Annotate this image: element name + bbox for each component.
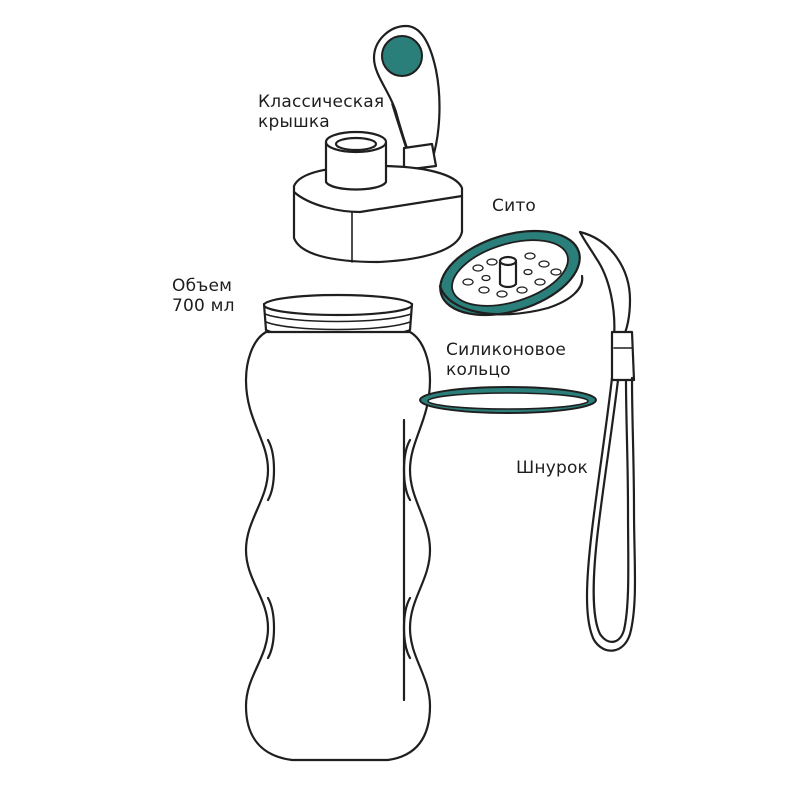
lid-handle-accent (381, 35, 423, 77)
ring-label-line2: кольцо (446, 360, 511, 380)
lid-label: Классическая крышка (258, 92, 384, 132)
lid-label-line1: Классическая (258, 92, 385, 112)
ring-label: Силиконовое кольцо (446, 340, 566, 380)
bottle-body (244, 293, 432, 762)
volume-label: Объем 700 мл (172, 276, 235, 316)
strap-label-text: Шнурок (516, 458, 589, 478)
strainer-label: Сито (492, 196, 536, 216)
silicone-ring (419, 386, 597, 414)
volume-label-line1: Объем (172, 276, 233, 296)
classic-lid (292, 24, 464, 264)
strap-label: Шнурок (516, 458, 588, 478)
lid-label-line2: крышка (258, 112, 330, 132)
strainer-label-text: Сито (492, 196, 537, 216)
strainer-part (438, 229, 584, 317)
volume-label-line2: 700 мл (172, 296, 235, 316)
strap (578, 230, 637, 652)
ring-label-line1: Силиконовое (446, 340, 567, 360)
strainer-holes (462, 252, 562, 298)
lid-spout (324, 140, 388, 191)
